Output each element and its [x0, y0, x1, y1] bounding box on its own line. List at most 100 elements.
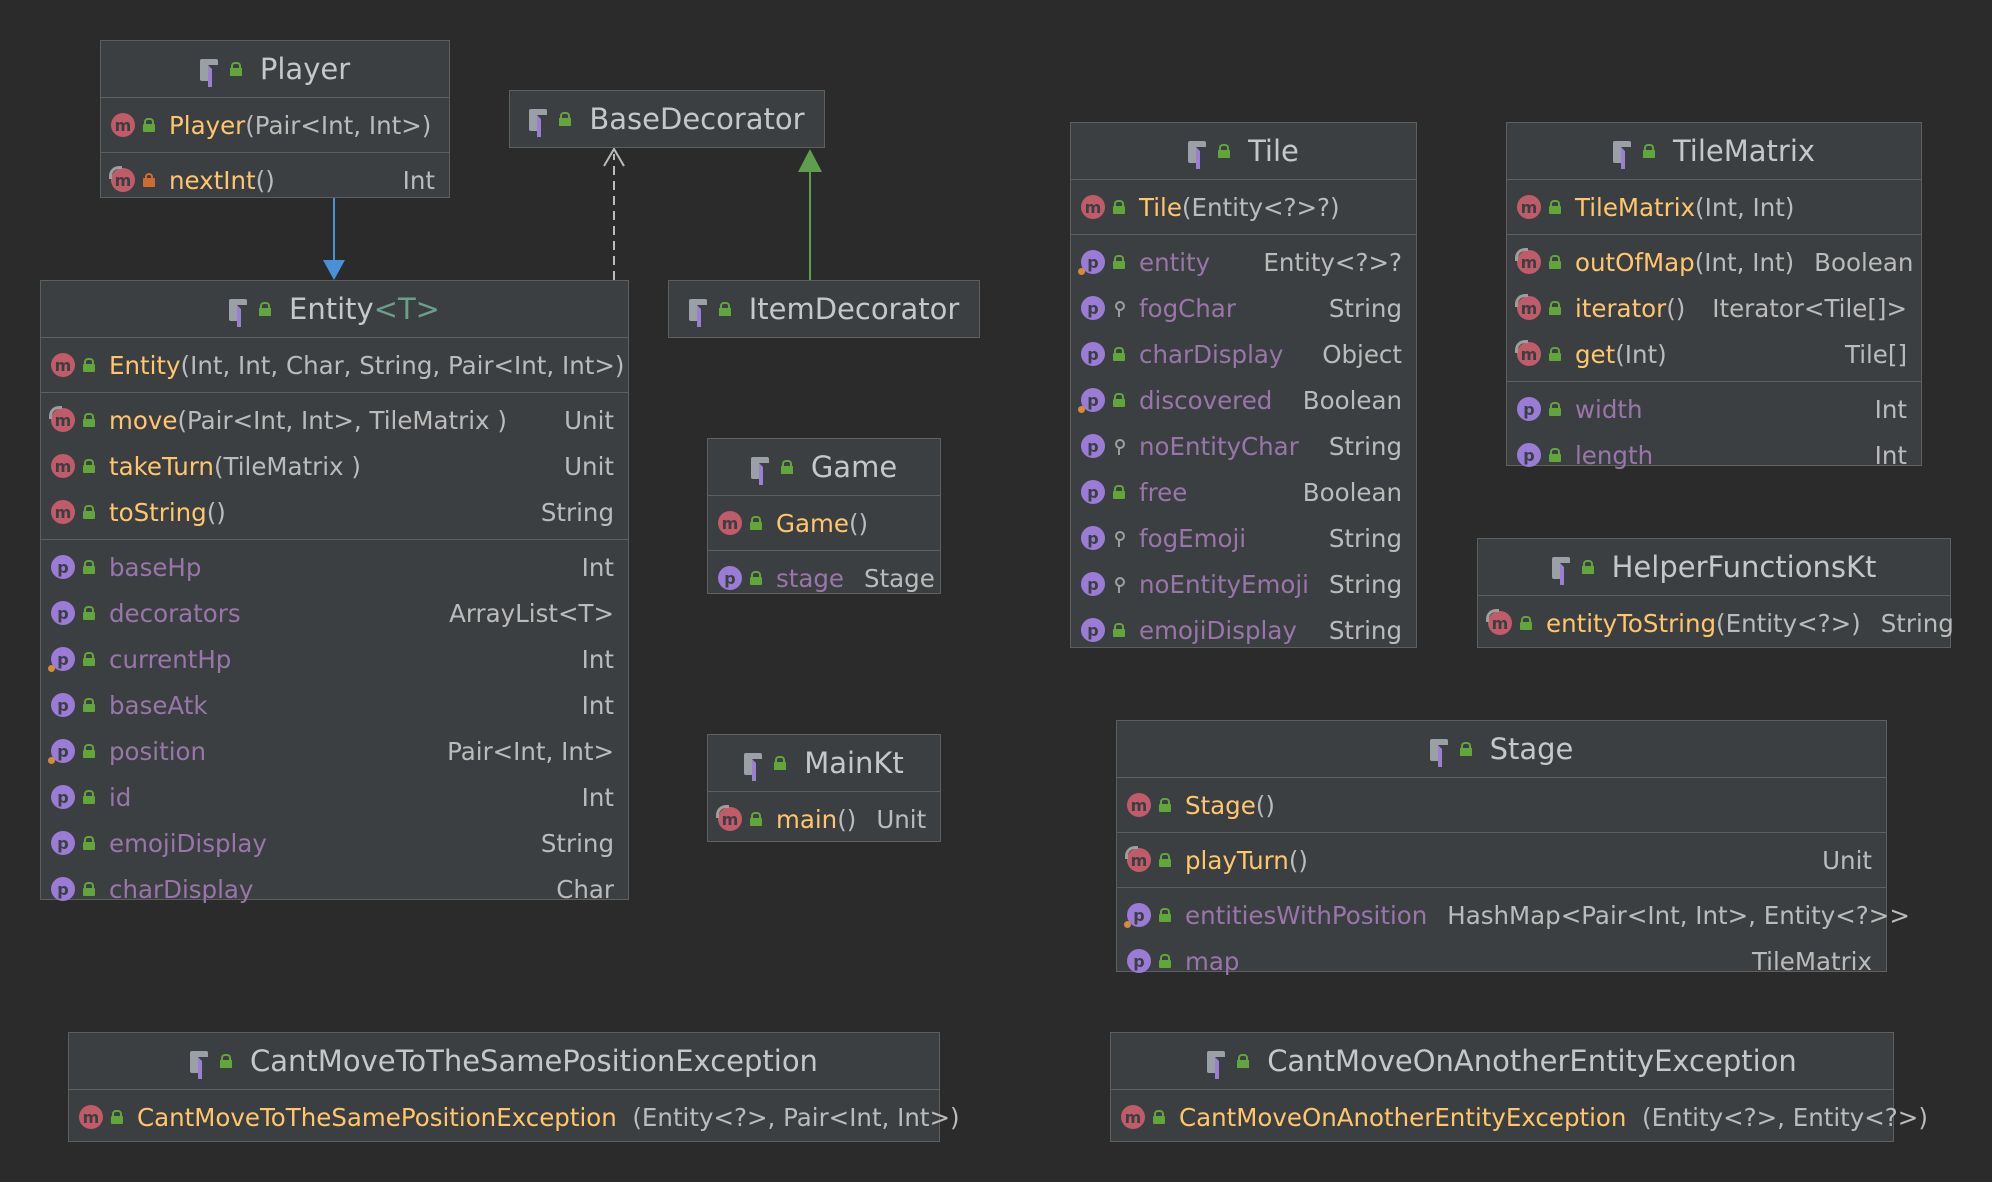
class-header-anotherentityexception[interactable]: CantMoveOnAnotherEntityException [1111, 1033, 1893, 1090]
property-row[interactable]: p stage Stage [708, 555, 940, 601]
property-row[interactable]: p length Int [1507, 432, 1921, 478]
class-mainkt[interactable]: MainKt m main () Unit [707, 734, 941, 842]
key-icon [1113, 301, 1125, 317]
constructor-params: (Int, Int) [1695, 192, 1795, 222]
method-row[interactable]: m main () Unit [708, 796, 940, 842]
property-row[interactable]: p emojiDisplay String [41, 820, 628, 866]
class-itemdecorator[interactable]: ItemDecorator [668, 280, 980, 338]
constructor-row[interactable]: m Tile (Entity<?>?) [1071, 184, 1416, 230]
properties-section: p width Int p length Int [1507, 382, 1921, 482]
class-header-game[interactable]: Game [708, 439, 940, 496]
property-row[interactable]: p fogEmoji String [1071, 515, 1416, 561]
property-row[interactable]: p decorators ArrayList<T> [41, 590, 628, 636]
property-row[interactable]: p charDisplay Object [1071, 331, 1416, 377]
property-type: String [1329, 569, 1403, 599]
association-arrowhead [323, 260, 345, 280]
property-type: Boolean [1302, 477, 1402, 507]
class-header-mainkt[interactable]: MainKt [708, 735, 940, 792]
public-lock-icon [1520, 616, 1532, 630]
constructor-row[interactable]: m TileMatrix (Int, Int) [1507, 184, 1921, 230]
public-lock-icon [1153, 1110, 1165, 1124]
method-row[interactable]: m toString () String [41, 489, 628, 535]
method-params: () [1288, 845, 1308, 875]
class-header-player[interactable]: Player [101, 41, 449, 98]
property-badge-icon: p [1081, 434, 1105, 458]
public-lock-icon [1237, 1054, 1250, 1068]
public-lock-icon [1549, 402, 1561, 416]
public-lock-icon [83, 698, 95, 712]
method-row[interactable]: m entityToString (Entity<?>) String [1478, 600, 1954, 646]
constructor-params: (Entity<?>?) [1181, 192, 1340, 222]
public-lock-icon [1113, 623, 1125, 637]
class-cantmovetothesamepositionexception[interactable]: CantMoveToTheSamePositionException m Can… [68, 1032, 960, 1142]
class-entity[interactable]: Entity<T> m Entity (Int, Int, Char, Stri… [40, 280, 629, 904]
property-row[interactable]: p width Int [1507, 386, 1921, 432]
class-basedecorator[interactable]: BaseDecorator [509, 90, 825, 148]
property-row[interactable]: p position Pair<Int, Int> [41, 728, 628, 774]
class-header-helperfunctionskt[interactable]: HelperFunctionsKt [1478, 539, 1950, 596]
property-type: String [1328, 431, 1402, 461]
constructor-row[interactable]: m CantMoveOnAnotherEntityException (Enti… [1111, 1094, 1928, 1140]
method-row[interactable]: m nextInt () Int [101, 157, 449, 203]
property-row[interactable]: p fogChar String [1071, 285, 1416, 331]
property-row[interactable]: p noEntityChar String [1071, 423, 1416, 469]
class-cantmoveonanotherentityexception[interactable]: CantMoveOnAnotherEntityException m CantM… [1110, 1032, 1928, 1142]
constructor-name: Entity [109, 350, 181, 380]
method-row[interactable]: m takeTurn (TileMatrix ) Unit [41, 443, 628, 489]
property-name: free [1139, 477, 1188, 507]
constructor-row[interactable]: m Player (Pair<Int, Int>) [101, 102, 449, 148]
class-header-tile[interactable]: Tile [1071, 123, 1416, 180]
return-type: Boolean [1814, 247, 1914, 277]
constructors-section: m Player (Pair<Int, Int>) [101, 98, 449, 153]
class-header-basedecorator[interactable]: BaseDecorator [510, 91, 824, 147]
public-lock-icon [83, 882, 95, 896]
method-badge-icon: m [111, 113, 135, 137]
constructor-name: CantMoveToTheSamePositionException [137, 1102, 617, 1132]
key-icon [1113, 531, 1125, 547]
class-helperfunctionskt[interactable]: HelperFunctionsKt m entityToString (Enti… [1477, 538, 1954, 648]
property-row[interactable]: p charDisplay Char [41, 866, 628, 912]
method-row[interactable]: m get (Int) Tile[] [1507, 331, 1921, 377]
class-tile[interactable]: Tile m Tile (Entity<?>?) p entity Entity… [1070, 122, 1417, 648]
property-row[interactable]: p baseHp Int [41, 544, 628, 590]
class-player[interactable]: Player m Player (Pair<Int, Int>) m nextI… [100, 40, 450, 198]
property-badge-icon: p [1081, 572, 1105, 596]
property-row[interactable]: p entitiesWithPosition HashMap<Pair<Int,… [1117, 892, 1910, 938]
property-row[interactable]: p baseAtk Int [41, 682, 628, 728]
property-row[interactable]: p id Int [41, 774, 628, 820]
property-row[interactable]: p discovered Boolean [1071, 377, 1416, 423]
public-lock-icon [259, 302, 271, 316]
method-row[interactable]: m move (Pair<Int, Int>, TileMatrix ) Uni… [41, 397, 628, 443]
property-row[interactable]: p entity Entity<?>? [1071, 239, 1416, 285]
property-row[interactable]: p emojiDisplay String [1071, 607, 1416, 653]
property-row[interactable]: p noEntityEmoji String [1071, 561, 1416, 607]
constructor-row[interactable]: m Entity (Int, Int, Char, String, Pair<I… [41, 342, 628, 388]
property-row[interactable]: p free Boolean [1071, 469, 1416, 515]
class-header-samepositionexception[interactable]: CantMoveToTheSamePositionException [69, 1033, 939, 1090]
property-type: Int [1874, 394, 1907, 424]
constructor-row[interactable]: m Game () [708, 500, 940, 546]
class-stage[interactable]: Stage m Stage () m playTurn () Unit p [1116, 720, 1910, 976]
public-lock-icon [83, 358, 95, 372]
property-row[interactable]: p map TileMatrix [1117, 938, 1886, 984]
class-header-entity[interactable]: Entity<T> [41, 281, 628, 338]
class-header-tilematrix[interactable]: TileMatrix [1507, 123, 1921, 180]
method-name: toString [109, 497, 207, 527]
constructor-row[interactable]: m Stage () [1117, 782, 1886, 828]
property-row[interactable]: p currentHp Int [41, 636, 628, 682]
property-type: Int [581, 690, 614, 720]
class-name: ItemDecorator [748, 292, 960, 326]
class-header-itemdecorator[interactable]: ItemDecorator [669, 281, 979, 337]
constructor-row[interactable]: m CantMoveToTheSamePositionException (En… [69, 1094, 960, 1140]
class-tilematrix[interactable]: TileMatrix m TileMatrix (Int, Int) m out… [1506, 122, 1922, 470]
method-row[interactable]: m playTurn () Unit [1117, 837, 1886, 883]
methods-section: m nextInt () Int [101, 153, 449, 207]
method-row[interactable]: m iterator () Iterator<Tile[]> [1507, 285, 1921, 331]
public-lock-icon [83, 744, 95, 758]
class-header-stage[interactable]: Stage [1117, 721, 1886, 778]
class-game[interactable]: Game m Game () p stage Stage [707, 438, 941, 594]
method-badge-icon: m [1517, 195, 1541, 219]
method-row[interactable]: m outOfMap (Int, Int) Boolean [1507, 239, 1921, 285]
class-icon [1551, 553, 1578, 585]
property-type: String [540, 828, 614, 858]
